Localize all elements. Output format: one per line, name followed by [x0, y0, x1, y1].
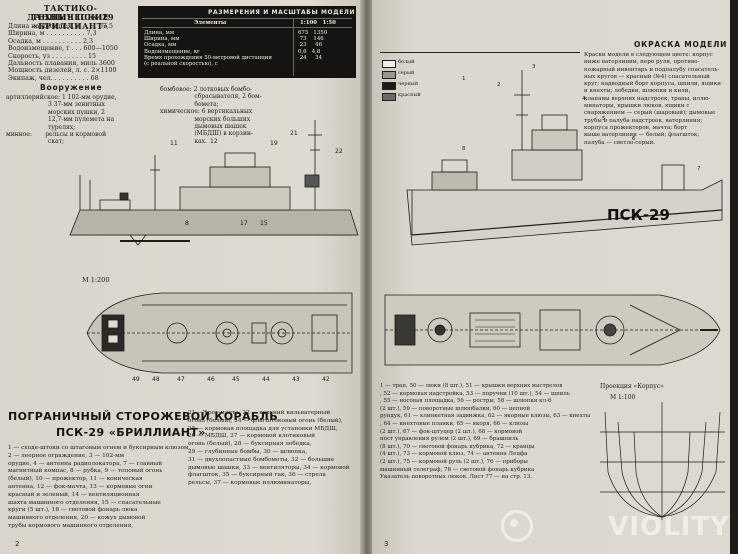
book-edge: [730, 0, 738, 554]
legend-column-2: 21 — грот-мачта, 22 — верхний кильватерн…: [188, 410, 350, 487]
model-dimensions-table: РАЗМЕРЕНИЯ И МАСШТАБЫ МОДЕЛИ Элементы 1:…: [138, 6, 356, 78]
color-swatch-legend: белый серый черный красный: [382, 59, 437, 108]
specs-title-2: ДАННЫЕ ПСК-29 «БРИЛЛИАНТ»: [27, 12, 114, 31]
svg-text:12: 12: [210, 138, 218, 145]
scale-label-left: М 1:200: [82, 276, 110, 284]
svg-text:2: 2: [497, 82, 501, 88]
table-rows: Длина, мм Ширина, мм Осадка, мм Водоизме…: [144, 30, 272, 68]
watermark-text: VIOLITY: [608, 512, 730, 542]
swatch-gray: [382, 71, 396, 79]
specs-list: Длина наибольшая, м . . . . 67,5 Ширина,…: [8, 23, 118, 82]
ship-side-view-drawing: 11 12 19 21 22 8 17 15: [69, 120, 359, 246]
swatch-label-red: красный: [398, 92, 421, 98]
hull-number-label: ПСК-29: [607, 206, 670, 224]
svg-text:45: 45: [232, 376, 240, 383]
ship-title-2: ПСК-29 «БРИЛЛИАНТ»: [56, 426, 206, 439]
svg-text:6: 6: [632, 136, 636, 142]
svg-text:11: 11: [170, 140, 178, 147]
svg-text:8: 8: [462, 146, 466, 152]
svg-text:46: 46: [207, 376, 215, 383]
ship-title-1: ПОГРАНИЧНЫЙ СТОРОЖЕВОЙ КОРАБЛЬ: [8, 410, 278, 423]
legend-column-right: 1 — трап, 50 — люки (8 шт.), 51 — крышки…: [380, 383, 591, 481]
svg-text:8: 8: [185, 220, 189, 227]
swatch-black: [382, 82, 396, 90]
svg-text:1: 1: [462, 76, 466, 82]
paint-instructions: Краски модели в следующем цвете: корпус …: [584, 52, 721, 146]
svg-text:5: 5: [602, 116, 606, 122]
left-page: ТАКТИКО-ТЕХНИЧЕСКИЕ ДАННЫЕ ПСК-29 «БРИЛЛ…: [0, 0, 368, 554]
specs-title-1: ТАКТИКО-ТЕХНИЧЕСКИЕ: [31, 3, 110, 22]
svg-text:43: 43: [292, 376, 300, 383]
svg-text:3: 3: [532, 64, 536, 70]
svg-text:4: 4: [582, 96, 586, 102]
watermark-logo-icon: [501, 510, 533, 542]
table-col-head: Элементы: [194, 20, 227, 26]
svg-text:44: 44: [262, 376, 270, 383]
legend-column-1: 1 — сходе-штоки со штаговым огнем и букс…: [8, 445, 191, 529]
svg-text:42: 42: [322, 376, 330, 383]
page-number-right: 3: [384, 540, 389, 548]
armament-left: артиллерийское: 1 102-мм орудие, 3 37-мм…: [6, 94, 117, 146]
projection-label: Проекция «Корпус»: [600, 383, 664, 390]
swatch-label-gray: серый: [398, 70, 415, 76]
svg-text:15: 15: [260, 220, 268, 227]
swatch-white: [382, 60, 396, 68]
paint-header: ОКРАСКА МОДЕЛИ: [634, 40, 728, 49]
svg-text:17: 17: [240, 220, 248, 227]
svg-text:21: 21: [290, 130, 298, 137]
svg-text:19: 19: [270, 140, 278, 147]
ship-plan-view-large: [384, 294, 721, 366]
book-gutter: [360, 0, 374, 554]
svg-text:48: 48: [152, 376, 160, 383]
armament-right: бомбовое: 2 лотковых бомбо- сбрасывателя…: [160, 86, 262, 145]
svg-text:49: 49: [132, 376, 140, 383]
armament-title: Вооружение: [40, 83, 103, 92]
table-title: РАЗМЕРЕНИЯ И МАСШТАБЫ МОДЕЛИ: [208, 9, 356, 16]
page-number-left: 2: [15, 540, 20, 548]
hull-body-plan-drawing: [600, 402, 725, 520]
ship-side-view-large: ПСК-29 1 2 3 4 5 6 7 8: [406, 64, 723, 246]
table-scales: 1:100 1:50: [300, 20, 336, 26]
swatch-label-black: черный: [398, 81, 419, 87]
table-values: 675 1350 73 146 23 46 0,6 4,8 24 34: [298, 30, 328, 61]
svg-text:22: 22: [335, 148, 343, 155]
ship-plan-view-drawing: 49 48 47 46 45 44 43 42: [86, 292, 353, 383]
svg-text:7: 7: [697, 166, 701, 172]
scale-label-right: М 1:100: [610, 394, 636, 401]
swatch-label-white: белый: [398, 59, 415, 65]
svg-text:47: 47: [177, 376, 185, 383]
swatch-red: [382, 93, 396, 101]
right-page: ОКРАСКА МОДЕЛИ белый серый черный красны…: [372, 0, 730, 554]
